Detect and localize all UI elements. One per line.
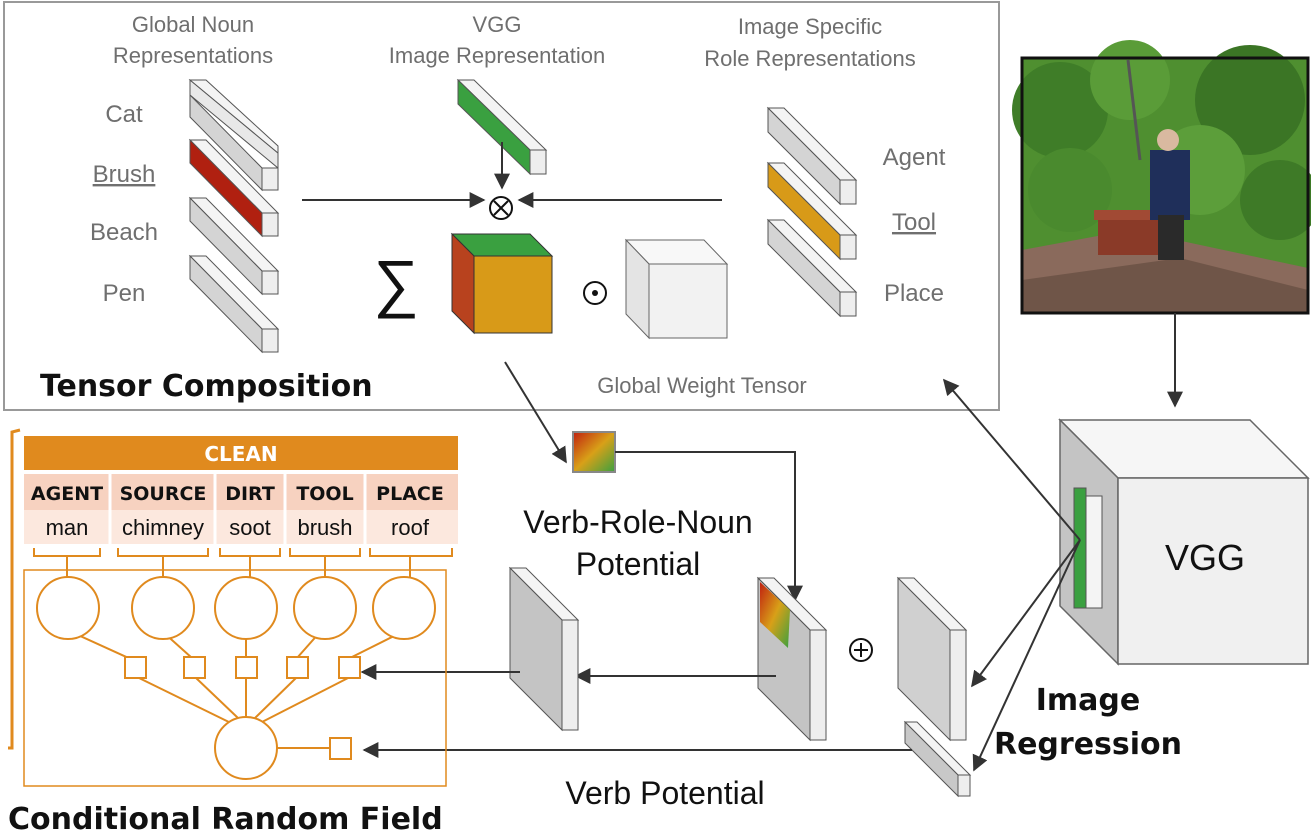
image-regression-slab — [896, 576, 968, 742]
vgg-image-vector — [456, 78, 548, 176]
combined-potential-slab — [508, 566, 580, 732]
role-label-tool: Tool — [892, 209, 936, 236]
verb-role-noun-slab — [756, 576, 828, 742]
role-vector-agent — [766, 106, 858, 206]
verb-role-noun-label-line1: Verb-Role-Noun — [523, 504, 752, 540]
vgg-box-label: VGG — [1165, 537, 1245, 578]
noun-label-beach: Beach — [90, 219, 158, 246]
global-weight-tensor-label: Global Weight Tensor — [597, 373, 807, 398]
global-weight-tensor-cube — [624, 238, 729, 340]
vgg-feature-slice — [1073, 487, 1103, 609]
frame-role-agent: AGENT — [31, 483, 103, 505]
frame-verb-label: CLEAN — [204, 442, 277, 466]
frame-noun-man: man — [46, 515, 89, 540]
frame-noun-chimney: chimney — [122, 515, 204, 540]
crf-title: Conditional Random Field — [8, 802, 443, 833]
image-regression-line2: Regression — [994, 727, 1182, 762]
role-header-line2: Role Representations — [704, 46, 916, 71]
frame-noun-roof: roof — [391, 515, 430, 540]
global-noun-header-line2: Representations — [113, 43, 273, 68]
verb-potential-label: Verb Potential — [565, 775, 764, 811]
role-vector-tool — [766, 161, 858, 261]
regression-to-verb-role-arrow — [971, 539, 1081, 688]
noun-vector-brush — [188, 138, 280, 238]
role-label-agent: Agent — [883, 144, 946, 171]
verb-role-noun-potential-icon — [572, 431, 616, 473]
noun-vector-pen — [188, 254, 280, 354]
tensor-to-potential-arrow — [504, 361, 567, 464]
role-header-line1: Image Specific — [738, 14, 882, 39]
noun-vector-beach — [188, 196, 280, 296]
vgg-header-line2: Image Representation — [389, 43, 605, 68]
regression-to-verb-arrow — [972, 539, 1081, 772]
composed-tensor-cube — [450, 232, 554, 335]
frame-noun-brush: brush — [297, 515, 352, 540]
verb-potential-bar — [903, 720, 972, 798]
noun-vector-cat — [188, 78, 279, 192]
tensor-composition-panel — [3, 1, 1000, 411]
global-noun-header-line1: Global Noun — [132, 12, 254, 37]
crf-role-nodes — [36, 576, 436, 640]
noun-label-brush: Brush — [93, 161, 156, 188]
vgg-header-line1: VGG — [473, 12, 522, 37]
frame-role-dirt: DIRT — [225, 483, 275, 505]
noun-label-pen: Pen — [103, 280, 146, 307]
frame-table: CLEAN AGENT SOURCE DIRT TOOL PLACE man c… — [8, 428, 458, 750]
frame-role-tool: TOOL — [296, 483, 353, 505]
crf-verb-node — [214, 716, 278, 780]
potential-to-slab-arrow — [615, 451, 803, 602]
frame-role-place: PLACE — [376, 483, 444, 505]
frame-verb-header — [24, 436, 458, 470]
crf-graph — [23, 548, 453, 787]
regression-to-tensor-arrow — [942, 378, 1081, 541]
tensor-composition-title: Tensor Composition — [40, 369, 373, 404]
input-photo — [1012, 40, 1311, 315]
frame-noun-soot: soot — [229, 515, 271, 540]
image-regression-line1: Image — [1036, 683, 1141, 718]
noun-label-cat: Cat — [105, 101, 143, 128]
role-vector-place — [766, 218, 858, 318]
sum-symbol: ∑ — [373, 247, 419, 319]
frame-role-source: SOURCE — [120, 483, 207, 505]
verb-role-noun-label-line2: Potential — [576, 546, 701, 582]
role-label-place: Place — [884, 280, 944, 307]
crf-factor-nodes — [124, 656, 361, 760]
